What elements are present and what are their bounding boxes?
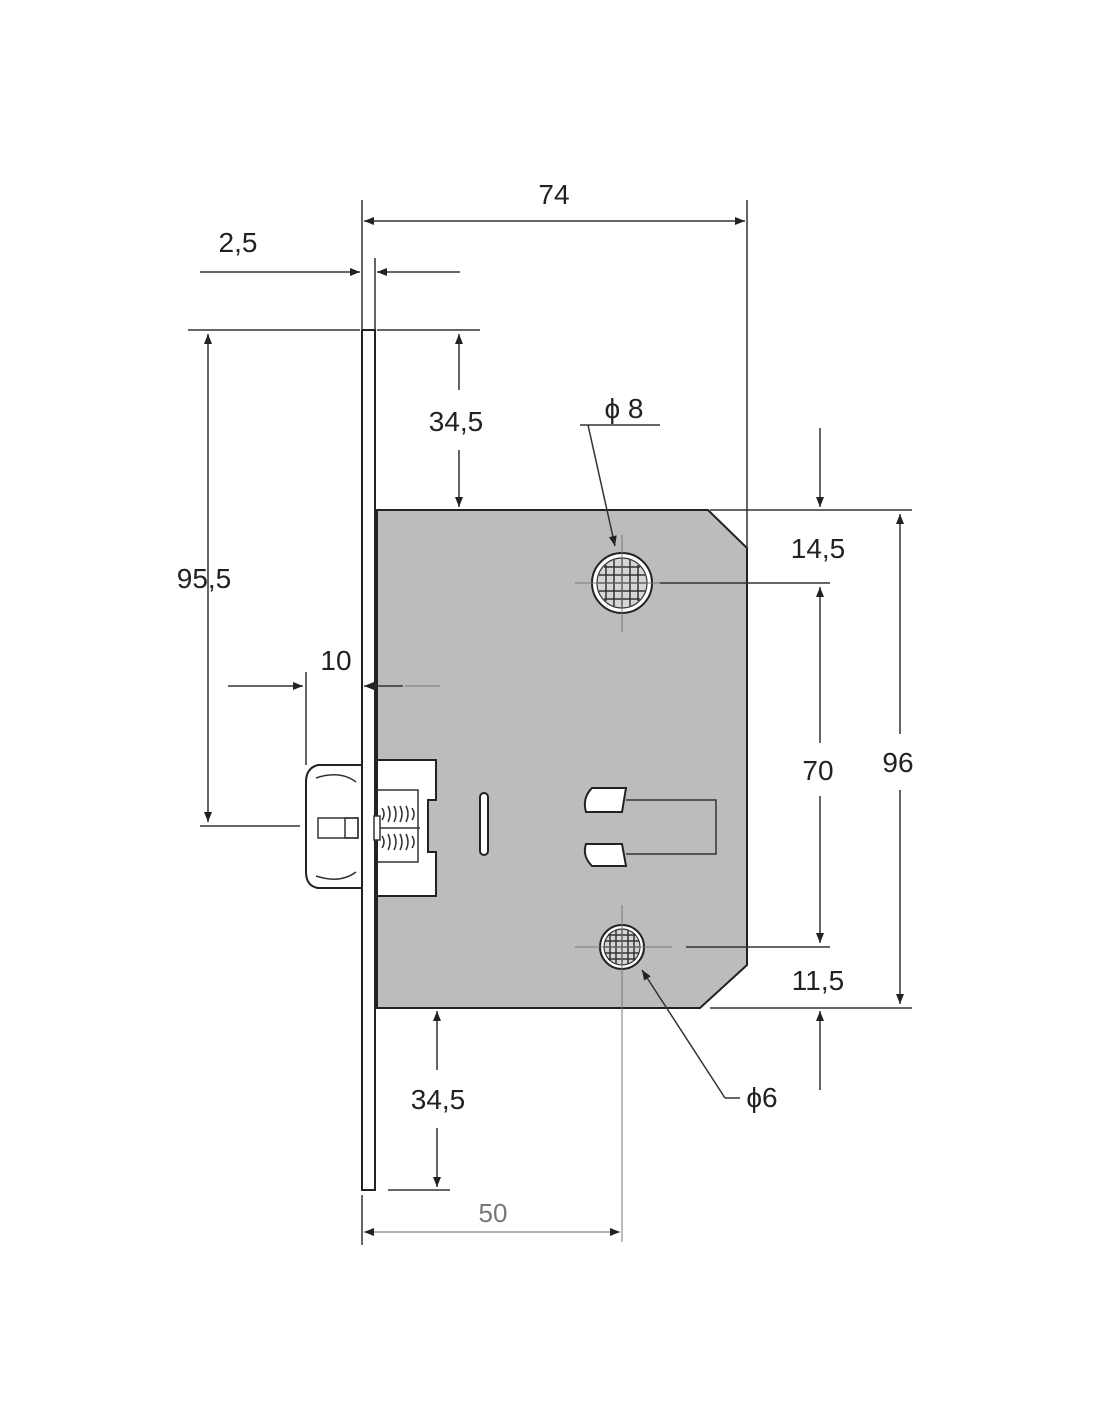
- center-lines: [405, 535, 672, 1242]
- dim-latch-length: 95,5: [177, 563, 232, 594]
- key-slot: [479, 792, 489, 856]
- dim-hole-spacing: 70: [802, 755, 833, 786]
- dim-top-hole-diameter: ϕ 8: [604, 393, 643, 424]
- dim-backset: 50: [479, 1198, 508, 1228]
- dimension-lines: [188, 200, 912, 1245]
- dim-top-hole-offset: 14,5: [791, 533, 846, 564]
- dimension-labels: 74 2,5 34,5 95,5 10 ϕ 8 14,5 70 96 11,5 …: [177, 179, 914, 1228]
- dim-top-offset: 34,5: [429, 406, 484, 437]
- latch-spring: [373, 805, 420, 851]
- lock-case: [376, 509, 748, 1009]
- dim-faceplate-thickness: 2,5: [219, 227, 258, 258]
- dim-bottom-hole-offset: 11,5: [792, 965, 844, 996]
- lock-body: [305, 329, 748, 1242]
- dim-bottom-hole-diameter: ϕ6: [746, 1082, 777, 1113]
- latch-bolt: [305, 764, 363, 889]
- dim-bottom-offset: 34,5: [411, 1084, 466, 1115]
- dim-latch-projection: 10: [320, 645, 351, 676]
- dim-total-depth: 74: [538, 179, 569, 210]
- faceplate: [361, 329, 376, 1191]
- dim-body-height: 96: [882, 747, 913, 778]
- follower-cam: [583, 787, 717, 867]
